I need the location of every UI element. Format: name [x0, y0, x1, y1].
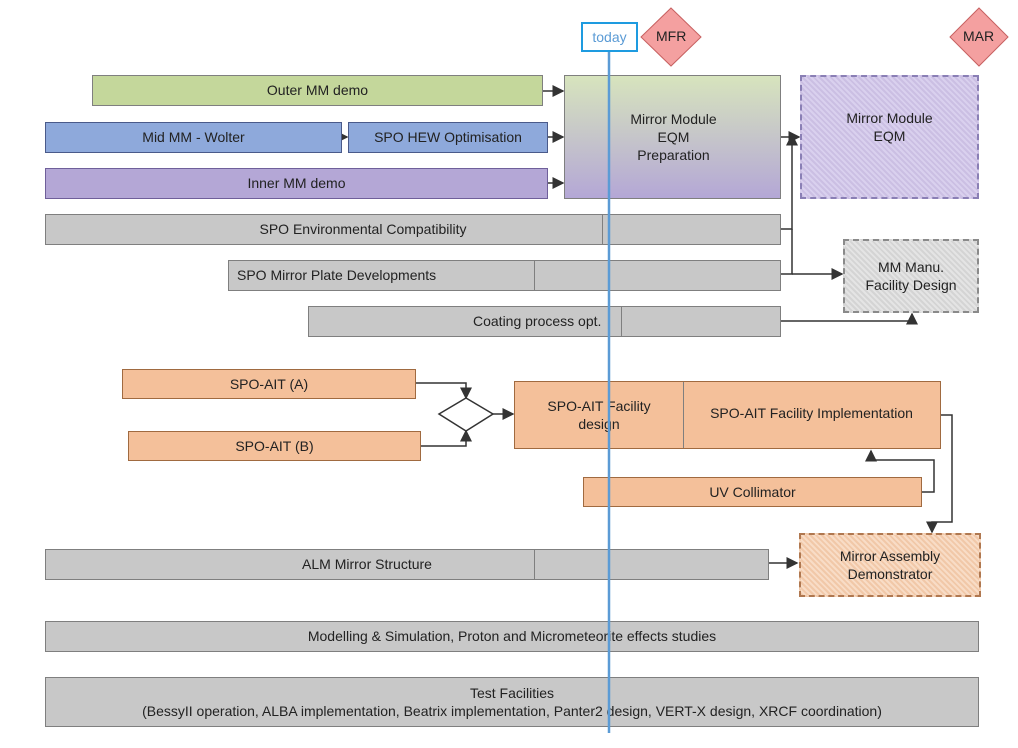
- coating-process-opt-box: Coating process opt.: [308, 306, 781, 337]
- demo-line-2: Demonstrator: [847, 566, 933, 582]
- spo-environmental-compatibility-label: SPO Environmental Compatibility: [259, 221, 467, 238]
- mfr-milestone-diamond: [640, 7, 702, 67]
- mar-label: MAR: [963, 28, 995, 44]
- arrow-env-to-eqm: [781, 133, 798, 230]
- inner-mm-demo-box: Inner MM demo: [45, 168, 548, 199]
- manu-line-2: Facility Design: [865, 277, 957, 293]
- inner-mm-demo-label: Inner MM demo: [247, 175, 346, 192]
- arrow-coating-to-manu: [781, 312, 918, 325]
- mirror-module-eqm-preparation-box: Mirror Module EQM Preparation: [564, 75, 781, 199]
- arrow-impl-to-demo: [926, 414, 953, 534]
- outer-mm-demo-label: Outer MM demo: [266, 82, 369, 99]
- demo-line-1: Mirror Assembly: [839, 547, 941, 564]
- mirror-module-eqm-box: Mirror Module EQM: [800, 75, 979, 199]
- eqm-line-1: Mirror Module: [846, 109, 933, 126]
- prep-line-3: Preparation: [637, 147, 710, 164]
- prep-line-1: Mirror Module: [630, 110, 717, 127]
- prep-line-2: EQM: [657, 128, 690, 145]
- spo-mirror-plate-developments-box: SPO Mirror Plate Developments: [228, 260, 781, 291]
- manu-line-1: MM Manu.: [877, 258, 945, 275]
- spo-ait-b-label: SPO-AIT (B): [235, 437, 314, 454]
- test-facilities-box: Test Facilities (BessyII operation, ALBA…: [45, 677, 979, 727]
- eqm-line-2: EQM: [873, 128, 906, 144]
- test-facilities-title: Test Facilities: [469, 684, 554, 701]
- divider: [534, 261, 535, 290]
- coating-process-opt-label: Coating process opt.: [473, 313, 602, 330]
- modelling-simulation-label: Modelling & Simulation, Proton and Micro…: [307, 628, 717, 645]
- spo-mirror-plate-developments-label: SPO Mirror Plate Developments: [237, 267, 437, 284]
- spo-hew-optimisation-label: SPO HEW Optimisation: [374, 129, 522, 146]
- spo-ait-facility-box: SPO-AIT Facility design SPO-AIT Facility…: [514, 381, 941, 449]
- spo-environmental-compatibility-box: SPO Environmental Compatibility: [45, 214, 781, 245]
- spo-ait-b-box: SPO-AIT (B): [128, 431, 421, 461]
- divider: [683, 382, 684, 448]
- decision-diamond: [437, 397, 495, 432]
- spo-ait-a-label: SPO-AIT (A): [229, 375, 309, 392]
- arrow-aita-to-gate: [416, 382, 472, 400]
- mfr-label: MFR: [656, 28, 687, 44]
- divider: [621, 307, 622, 336]
- uv-collimator-box: UV Collimator: [583, 477, 922, 507]
- alm-mirror-structure-box: ALM Mirror Structure: [45, 549, 769, 580]
- arrow-plate-to-eqm: [781, 229, 793, 275]
- today-marker: today: [581, 22, 638, 52]
- design-line-1: SPO-AIT Facility: [547, 397, 651, 414]
- spo-hew-optimisation-box: SPO HEW Optimisation: [348, 122, 548, 153]
- uv-collimator-label: UV Collimator: [709, 483, 796, 500]
- today-label: today: [592, 29, 627, 45]
- divider: [602, 215, 603, 244]
- modelling-simulation-box: Modelling & Simulation, Proton and Micro…: [45, 621, 979, 652]
- spo-ait-a-box: SPO-AIT (A): [122, 369, 416, 399]
- spo-ait-facility-implementation: SPO-AIT Facility Implementation: [710, 404, 913, 421]
- mid-mm-wolter-label: Mid MM - Wolter: [142, 129, 245, 146]
- mm-manu-facility-design-box: MM Manu. Facility Design: [843, 239, 979, 313]
- divider: [534, 550, 535, 579]
- spo-ait-facility-design: SPO-AIT Facility design: [515, 397, 683, 433]
- mid-mm-wolter-box: Mid MM - Wolter: [45, 122, 342, 153]
- design-line-2: design: [578, 416, 620, 432]
- outer-mm-demo-box: Outer MM demo: [92, 75, 543, 106]
- arrow-uv-to-impl: [865, 449, 935, 493]
- test-facilities-detail: (BessyII operation, ALBA implementation,…: [142, 703, 882, 719]
- alm-mirror-structure-label: ALM Mirror Structure: [302, 556, 432, 573]
- mirror-assembly-demonstrator-box: Mirror Assembly Demonstrator: [799, 533, 981, 597]
- arrow-aitb-to-gate: [421, 429, 472, 447]
- mar-milestone-diamond: [949, 7, 1009, 67]
